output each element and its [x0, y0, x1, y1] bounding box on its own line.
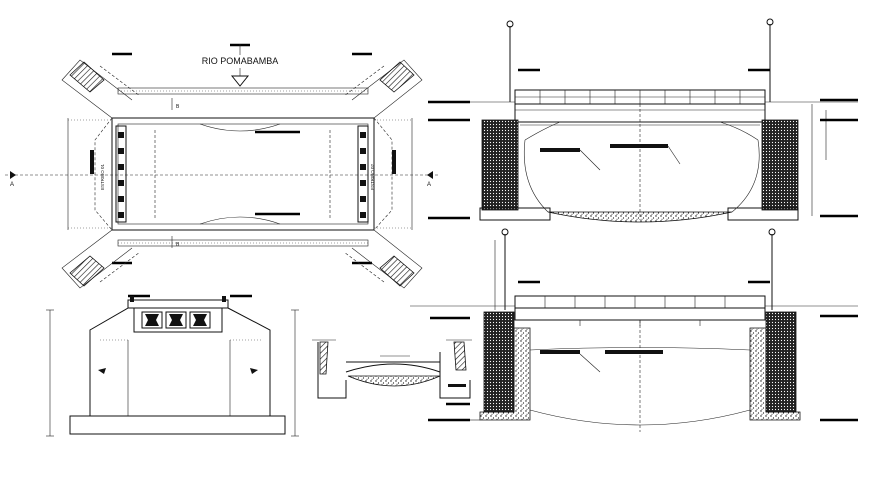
cross-section — [46, 294, 299, 437]
river-label: RIO POMABAMBA — [202, 56, 279, 66]
box-girder-cells — [141, 311, 211, 329]
abutment-right — [761, 119, 799, 211]
section-marker-a-right: A — [427, 182, 431, 188]
section-marker-b-bottom: B — [176, 242, 180, 248]
abutment-lower-right — [765, 311, 797, 413]
wing-wall-top-right — [343, 59, 423, 119]
elevation-upper — [428, 18, 858, 223]
abutment-label-right: ESTRIBO 02 — [370, 163, 375, 190]
wing-wall-bottom-right — [343, 229, 423, 289]
abutment-left — [481, 119, 519, 211]
flow-arrow — [230, 75, 250, 87]
abutment-lower-left — [483, 311, 515, 413]
section-marker-a-left: A — [10, 182, 14, 188]
channel-detail — [312, 339, 472, 406]
plan-view: RIO POMABAMBA A A — [5, 43, 440, 289]
section-marker-b-top: B — [176, 104, 180, 110]
elevation-lower — [410, 228, 858, 432]
wing-wall-bottom-left — [61, 229, 141, 289]
abutment-label-left: ESTRIBO 01 — [100, 163, 105, 190]
wing-wall-top-left — [61, 59, 141, 119]
